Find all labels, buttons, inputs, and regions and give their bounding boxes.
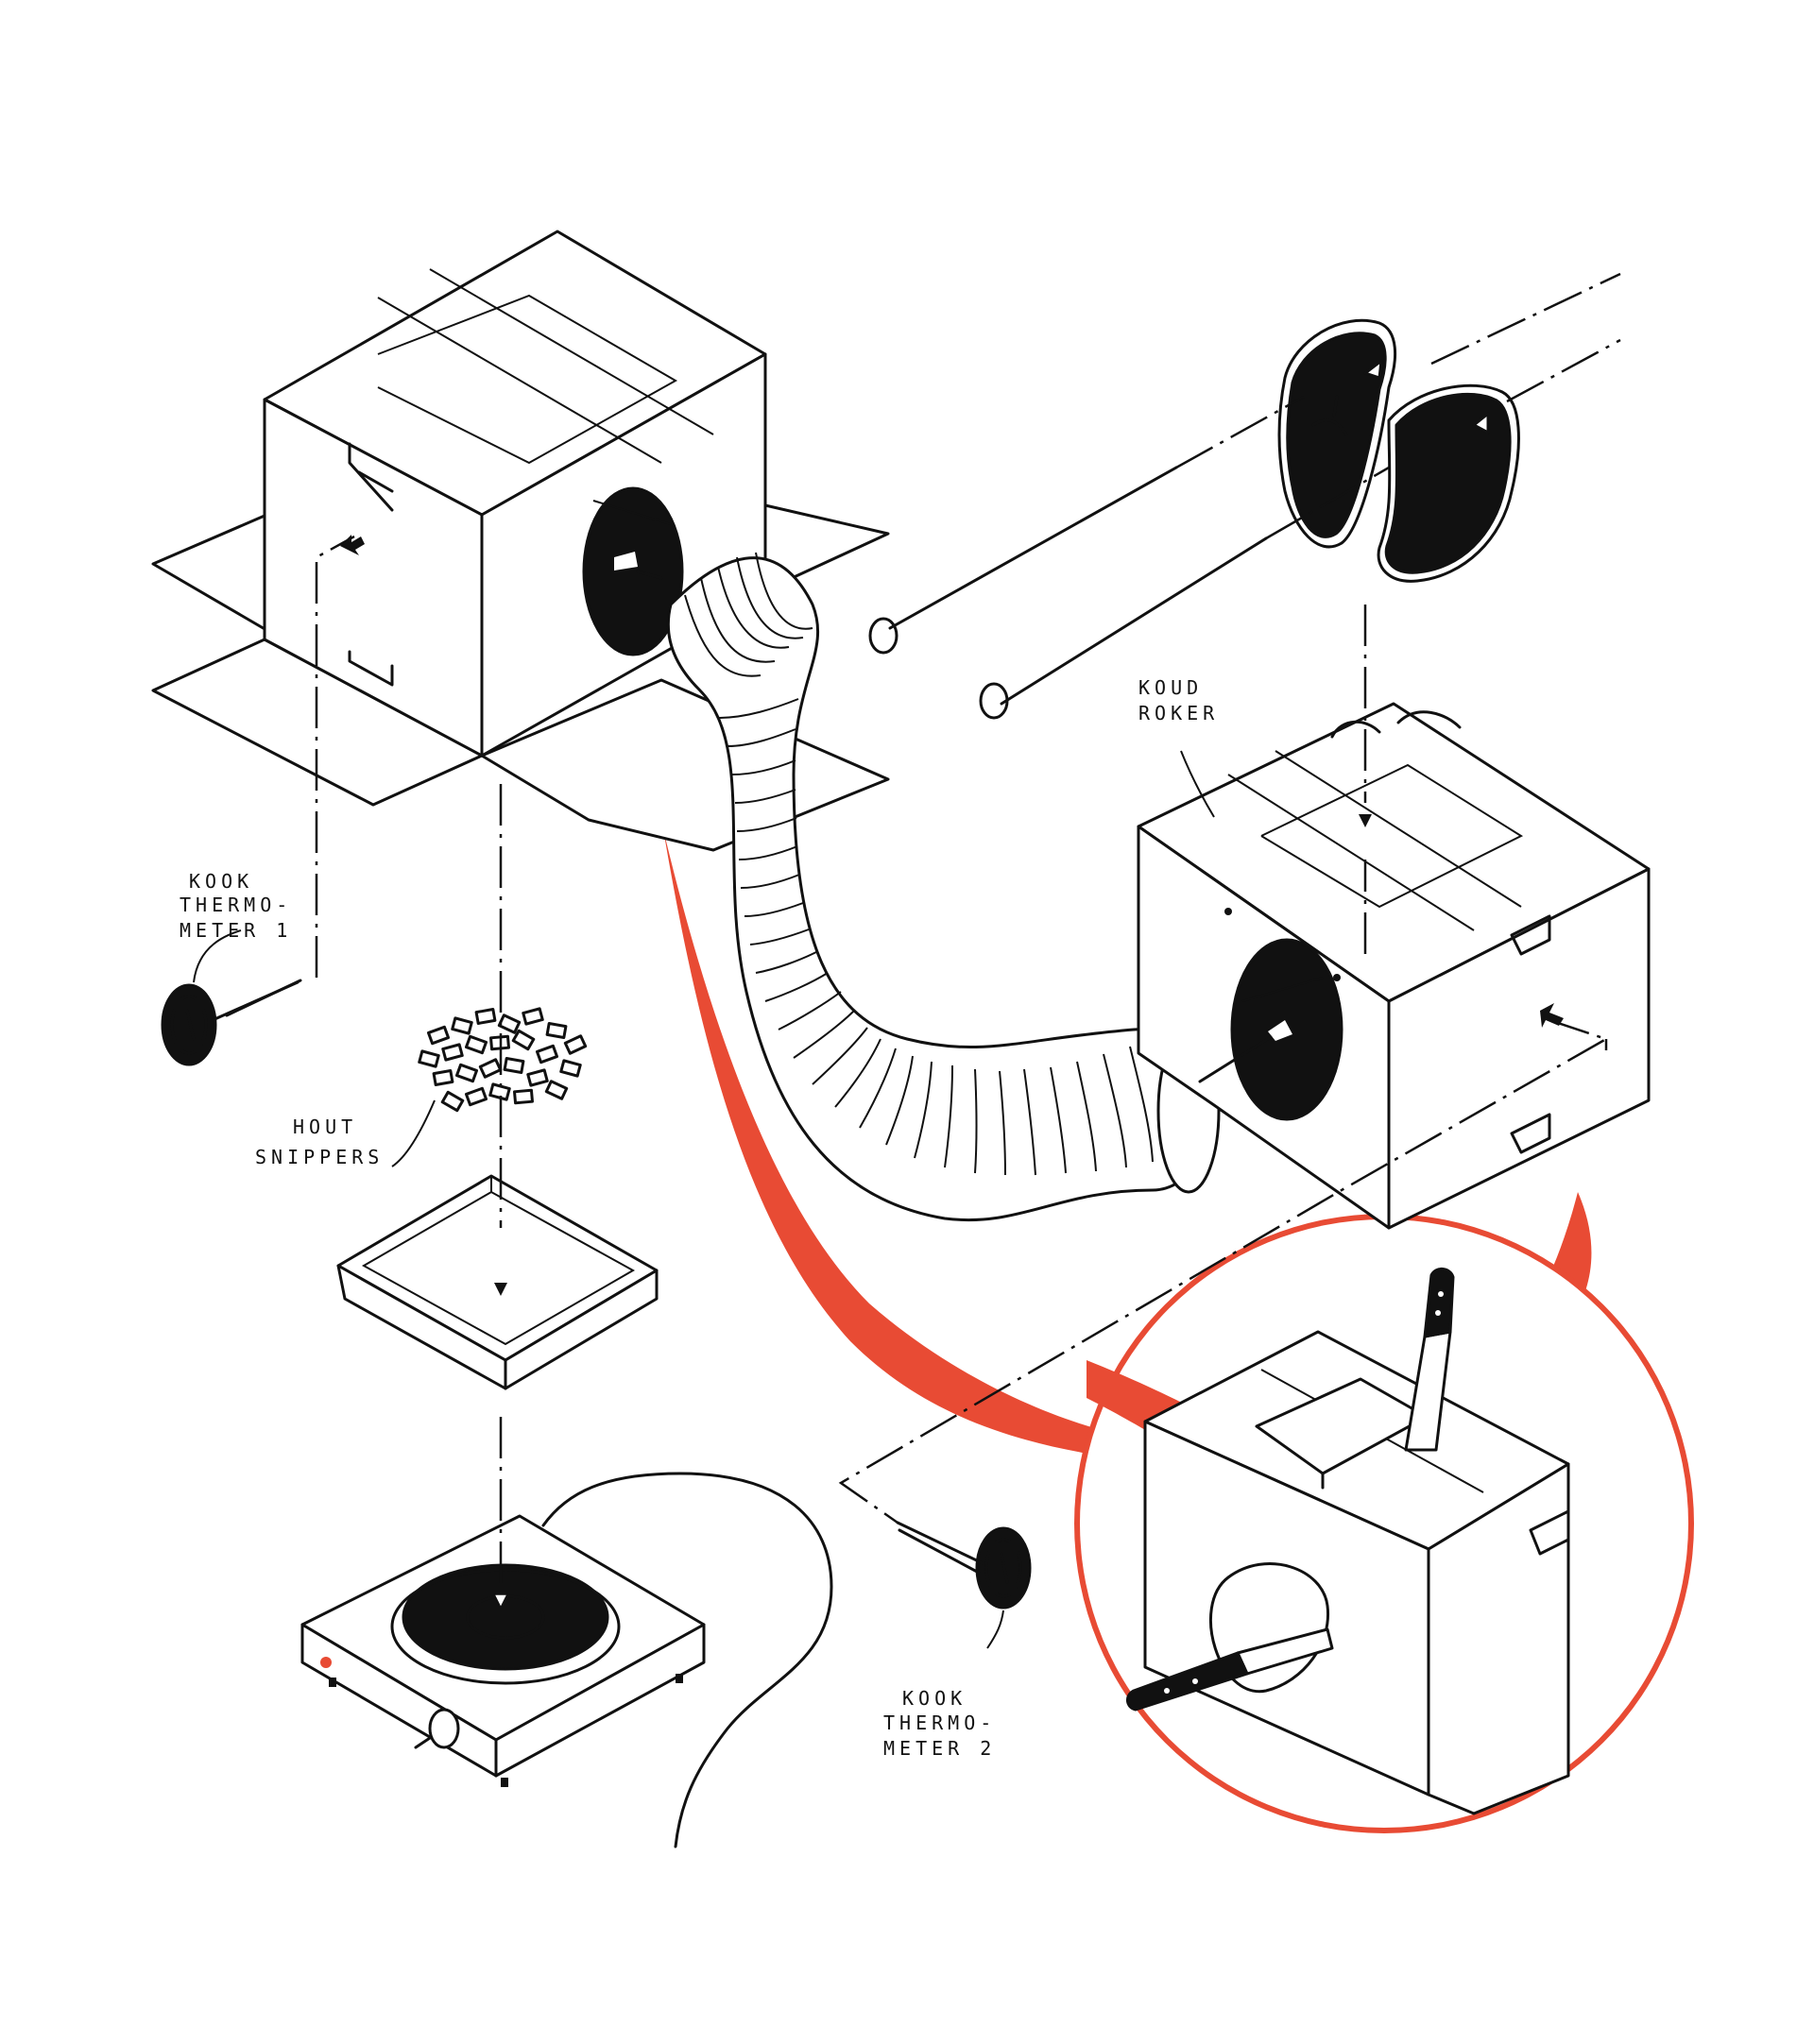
label-line: METER 1 <box>180 919 292 942</box>
label-kook-thermometer-1: KOOK THERMO- METER 1 <box>180 870 292 942</box>
cardboard-box-icon <box>151 230 890 852</box>
label-koud-roker: KOUD ROKER <box>1138 676 1219 724</box>
label-line: KOUD <box>1138 676 1203 699</box>
label-line: THERMO- <box>883 1712 996 1734</box>
label-line: METER 2 <box>883 1737 996 1760</box>
label-line: SNIPPERS <box>255 1146 384 1168</box>
label-hout-snippers: HOUT SNIPPERS <box>255 1116 384 1168</box>
skewer-icon <box>868 466 1268 720</box>
label-line: HOUT <box>293 1116 357 1138</box>
label-line: KOOK <box>189 870 253 893</box>
cold-smoker-box-icon <box>1137 702 1651 1230</box>
label-kook-thermometer-2: KOOK THERMO- METER 2 <box>883 1687 996 1760</box>
red-swoosh <box>663 829 1172 1473</box>
label-line: KOOK <box>902 1687 967 1710</box>
label-line: ROKER <box>1138 702 1219 724</box>
label-leader-lines <box>193 750 1215 1649</box>
hot-plate-icon <box>300 1472 833 1848</box>
direction-arrows <box>340 535 1564 1610</box>
assembly-guide-lines <box>315 272 1621 1606</box>
wood-chips-icon <box>418 1007 588 1113</box>
detail-box-icon <box>1126 1268 1570 1815</box>
tray-icon <box>336 1174 659 1390</box>
label-line: THERMO- <box>180 894 292 916</box>
steak-icon <box>1277 318 1520 583</box>
meat-thermometer-icon <box>896 1521 1032 1610</box>
meat-thermometer-icon <box>161 979 302 1066</box>
